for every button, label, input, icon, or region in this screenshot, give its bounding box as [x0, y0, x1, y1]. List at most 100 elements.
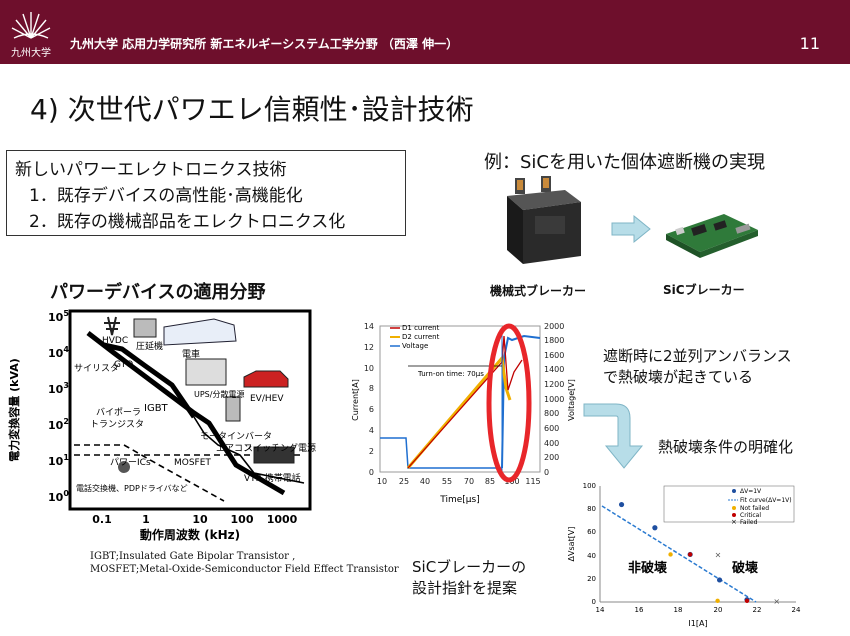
svg-text:Critical: Critical [740, 512, 761, 519]
scatter-y-label: ΔVsat[V] [567, 527, 576, 562]
current-x-label: Time[μs] [439, 495, 479, 505]
svg-text:14: 14 [364, 322, 374, 331]
svg-text:70: 70 [464, 477, 474, 486]
gto-boundary [103, 342, 197, 419]
svg-text:400: 400 [544, 439, 559, 448]
university-name: 九州大学 [11, 48, 51, 59]
scatter-point-s3-0: × [715, 550, 722, 559]
device-y-tick-4: 104 [48, 345, 69, 360]
mechanical-breaker-image [507, 176, 581, 264]
imbalance-note-2: で熱破壊が起きている [603, 368, 754, 386]
svg-text:40: 40 [420, 477, 430, 486]
intro-item-2: 2．既存の機械部品をエレクトロニクス化 [29, 212, 346, 232]
bipolar-boundary [74, 444, 225, 502]
intro-heading: 新しいパワーエレクトロニクス技術 [15, 160, 287, 180]
arrow-down-icon [583, 403, 644, 469]
scatter-point-s2-0 [687, 552, 693, 557]
region-rolling-mill: 圧延機 [136, 340, 163, 352]
device-y-tick-3: 103 [48, 381, 69, 396]
svg-text:0: 0 [544, 468, 549, 477]
svg-text:800: 800 [544, 409, 559, 418]
legend-d2: D2 current [402, 333, 440, 341]
scatter-axes [599, 486, 796, 603]
svg-text:×: × [731, 518, 737, 526]
d1-current-trace [407, 335, 523, 469]
svg-text:4: 4 [369, 426, 374, 435]
device-y-tick-1: 101 [48, 453, 69, 468]
svg-text:Failed: Failed [740, 519, 758, 526]
region-thyristor: サイリスタ [74, 363, 119, 374]
region-train: 電車 [182, 348, 200, 360]
region-gto: GTO [114, 360, 133, 370]
device-boundaries [86, 331, 286, 496]
intro-item-1: 1．既存デバイスの高性能･高機能化 [29, 186, 303, 206]
d2-current-trace [406, 354, 512, 469]
region-aircon: エアコン [216, 444, 252, 454]
vtr-icon [253, 446, 295, 464]
igbt-boundary [193, 416, 305, 484]
scatter-legend-box [663, 485, 795, 523]
voltage-trace-low [380, 437, 502, 469]
thermal-condition-note: 熱破壊条件の明確化 [658, 438, 794, 456]
legend-d1: D1 current [402, 324, 440, 332]
imbalance-note-1: 遮断時に2並列アンバランス [603, 347, 792, 365]
region-transistor: トランジスタ [90, 419, 144, 430]
train-icon [163, 318, 237, 346]
region-ups: UPS/分散電源 [194, 389, 244, 399]
region-vtr: VTR,携帯電話 [244, 472, 301, 484]
ev-car-icon [243, 370, 289, 388]
device-y-tick-5: 105 [48, 309, 69, 324]
device-y-label: 電力変換容量 (kVA) [7, 358, 21, 461]
svg-text:1000: 1000 [544, 395, 564, 404]
hvdc-tower-icon [104, 316, 120, 336]
svg-text:0: 0 [592, 598, 596, 606]
current-y-label-left: Current[A] [352, 379, 360, 421]
motor-inverter-icon [225, 396, 241, 422]
turn-on-annotation: Turn-on time: 70μs [417, 370, 484, 378]
svg-text:24: 24 [792, 606, 801, 614]
region-switching-psu: スイッチング電源 [244, 442, 316, 454]
region-safe-label: 非破壊 [628, 560, 668, 576]
svg-text:85: 85 [485, 477, 495, 486]
svg-text:Not failed: Not failed [740, 505, 769, 512]
device-x-tick-1: 1 [142, 513, 150, 526]
failure-highlight-ellipse [486, 323, 532, 483]
svg-text:16: 16 [635, 606, 644, 614]
device-y-tick-2: 102 [48, 417, 69, 432]
region-power-ic: パワーICs [110, 457, 151, 468]
scatter-point-s1-1 [715, 598, 720, 604]
device-x-tick-2: 10 [192, 513, 208, 526]
svg-text:100: 100 [583, 482, 596, 490]
scatter-point-s1-0 [668, 552, 673, 557]
device-x-label: 動作周波数 (kHz) [140, 527, 240, 542]
glossary-mosfet: MOSFET;Metal-Oxide-Semiconductor Field E… [90, 564, 399, 575]
fit-curve [601, 505, 757, 603]
device-x-tick-4: 1000 [267, 513, 298, 526]
svg-text:6: 6 [369, 405, 374, 414]
current-waveform-chart: 0 2 4 6 8 10 12 14 0 200 400 600 800 100… [352, 322, 576, 505]
arrow-right-icon [611, 214, 651, 244]
intro-box: 新しいパワーエレクトロニクス技術 1．既存デバイスの高性能･高機能化 2．既存の… [6, 150, 406, 236]
device-y-tick-0: 100 [48, 489, 69, 504]
glossary-igbt: IGBT;Insulated Gate Bipolar Transistor , [90, 551, 296, 562]
scatter-point-s0-1 [652, 525, 658, 531]
svg-text:ΔV=1V: ΔV=1V [740, 488, 762, 495]
svg-text:25: 25 [399, 477, 409, 486]
university-emblem-icon [11, 12, 51, 39]
scatter-point-s3-1: × [773, 597, 780, 606]
svg-text:0: 0 [369, 468, 374, 477]
region-igbt: IGBT [144, 403, 169, 414]
header-bar [0, 0, 850, 64]
sic-breaker-image [666, 214, 758, 258]
page-number: 11 [799, 34, 820, 53]
svg-text:14: 14 [596, 606, 605, 614]
svg-text:1600: 1600 [544, 351, 564, 360]
proposal-note-1: SiCブレーカーの [412, 558, 527, 576]
thermal-failure-scatter-chart: 0 20 40 60 80 100 14 16 18 20 22 24 ΔVsa… [567, 482, 801, 628]
university-logo: 九州大学 [8, 6, 54, 60]
scatter-point-s0-3 [716, 577, 723, 583]
svg-text:600: 600 [544, 424, 559, 433]
ups-icon [185, 358, 227, 386]
scatter-points: ×× [618, 501, 780, 606]
mechanical-breaker-label: 機械式ブレーカー [490, 284, 587, 298]
